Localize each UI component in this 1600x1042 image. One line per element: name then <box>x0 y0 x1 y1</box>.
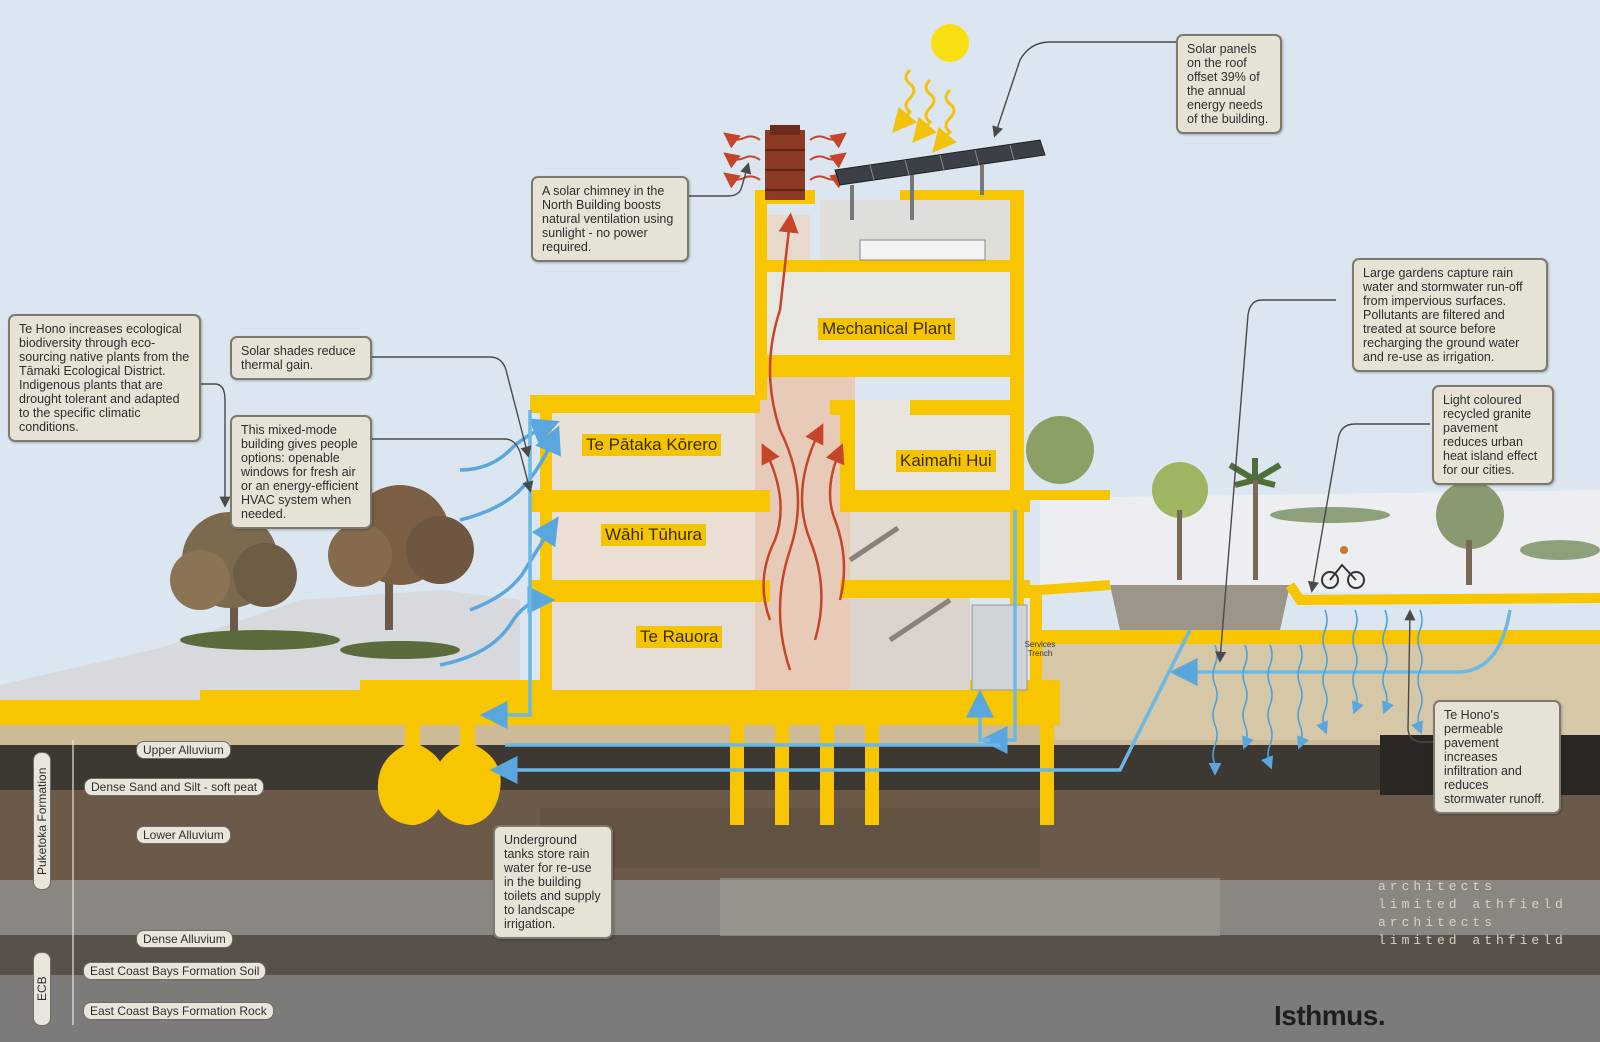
isthmus-logo: Isthmus. <box>1274 1000 1386 1031</box>
stack-ventilation-arrows <box>761 212 846 671</box>
room-label-kaimahi-hui: Kaimahi Hui <box>896 450 996 472</box>
stratum-label-ecb-rock: East Coast Bays Formation Rock <box>83 1002 274 1020</box>
soil-texture <box>540 808 1040 868</box>
sun-icon <box>931 24 969 62</box>
right-retaining <box>1040 630 1600 644</box>
underground-tanks <box>377 720 501 825</box>
callout-solar-shades: Solar shades reduce thermal gain. <box>230 336 372 380</box>
formation-label-ecb: ECB <box>33 952 51 1026</box>
stratum-label-upper-alluvium: Upper Alluvium <box>136 741 231 759</box>
stratum-label-ecb-soil: East Coast Bays Formation Soil <box>83 962 267 980</box>
stratum-label-dense-alluvium: Dense Alluvium <box>136 930 233 948</box>
piles <box>730 710 1054 825</box>
stratum-label-dense-sand: Dense Sand and Silt - soft peat <box>84 778 265 796</box>
cyclist <box>1321 546 1365 589</box>
callout-gardens: Large gardens capture rain water and sto… <box>1352 258 1548 372</box>
callout-solar-panels: Solar panels on the roof offset 39% of t… <box>1176 34 1282 134</box>
room-label-wahi-tuhura: Wāhi Tūhura <box>601 524 707 546</box>
services-trench-label: Services Trench <box>1024 640 1056 658</box>
room-label-te-rauora: Te Rauora <box>636 626 723 648</box>
architect-watermark: architects limited athfield architects l… <box>1378 879 1567 948</box>
sun-rays <box>892 68 957 153</box>
fresh-air-arrows <box>439 418 561 667</box>
trees-left <box>170 485 474 659</box>
plaza-slab <box>1039 580 1600 606</box>
building <box>530 190 1110 691</box>
trees-right <box>1026 416 1600 585</box>
rainwater-pipes <box>479 410 1512 784</box>
infiltration-arrows <box>1208 609 1423 776</box>
soil-texture <box>720 878 1220 936</box>
formation-label-puketoka: Puketoka Formation <box>33 752 51 890</box>
solar-panels <box>834 139 1046 220</box>
room-label-te-pataka-korero: Te Pātaka Kōrero <box>582 434 722 456</box>
room-label-mechanical-plant: Mechanical Plant <box>818 318 956 340</box>
chimney-heat-waves <box>723 132 847 189</box>
callout-pavement-colour: Light coloured recycled granite pavement… <box>1432 385 1554 485</box>
stratum-ecb-soil <box>0 935 1600 980</box>
callout-underground-tanks: Underground tanks store rain water for r… <box>493 825 613 939</box>
callout-solar-chimney: A solar chimney in the North Building bo… <box>531 176 689 262</box>
callout-permeable-pavement: Te Hono's permeable pavement increases i… <box>1433 700 1561 814</box>
callout-leaders <box>197 41 1437 743</box>
stratum-label-lower-alluvium: Lower Alluvium <box>136 826 231 844</box>
callout-biodiversity: Te Hono increases ecological biodiversit… <box>8 314 201 442</box>
callout-mixed-mode: This mixed-mode building gives people op… <box>230 415 372 529</box>
solar-chimney <box>765 125 805 200</box>
rain-garden-gravel <box>1110 585 1290 630</box>
